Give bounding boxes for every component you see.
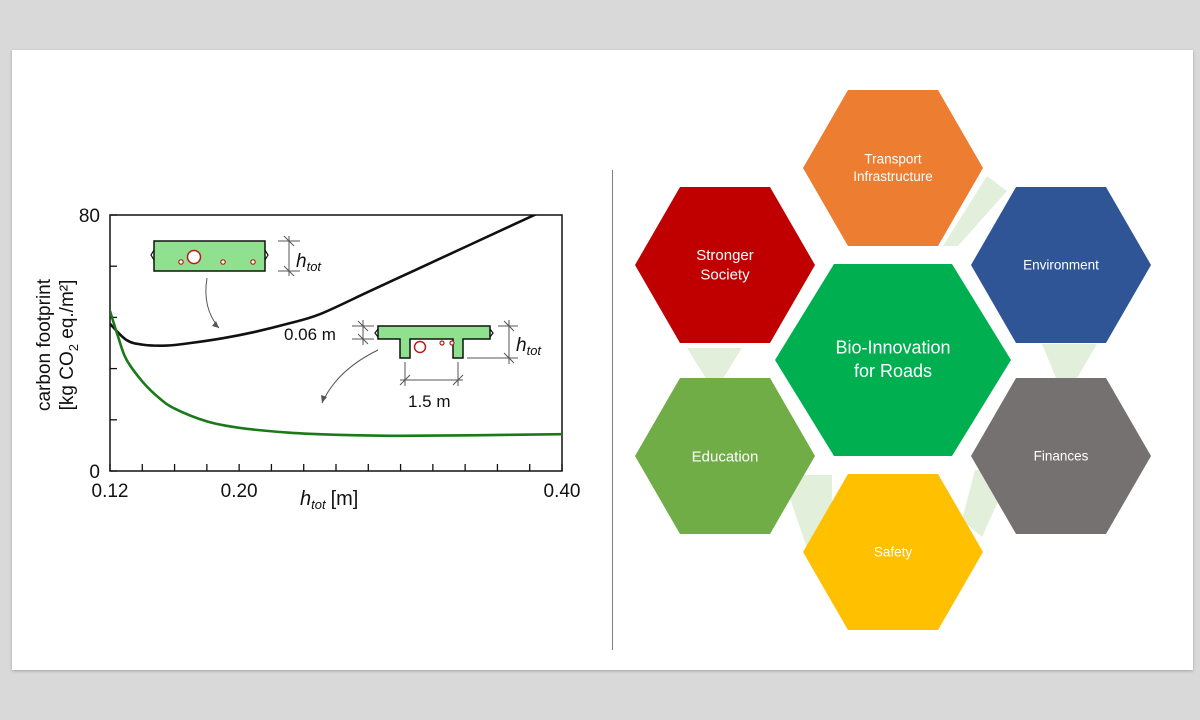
- chart-series: [110, 215, 562, 438]
- hexagon-transport-label-line2: Infrastructure: [853, 169, 933, 184]
- hexagon-layer: TransportInfrastructureEnvironmentFinanc…: [635, 90, 1151, 630]
- series-line-solid-slab: [110, 215, 538, 347]
- dimension-tick: [452, 374, 464, 386]
- rebar-large: [186, 249, 202, 265]
- hexagon-center-bio-innovation-label: Bio-Innovation: [835, 338, 950, 358]
- hexagon-society-shape: [635, 187, 815, 343]
- break-mark-right: [489, 328, 494, 338]
- y-tick-label: 80: [79, 206, 100, 227]
- hexagon-safety: Safety: [803, 474, 983, 630]
- hexagon-finances-label: Finances: [1034, 449, 1089, 464]
- htot-label-ribbed: htot: [516, 335, 542, 358]
- carbon-footprint-chart: 0.12 0.20 0.40 0 80 carbon footprint [kg CO2…: [34, 206, 581, 512]
- break-mark-left: [374, 328, 379, 338]
- axis-ticks: [109, 214, 563, 472]
- dimension-tick: [283, 235, 295, 247]
- connector: [943, 176, 1007, 246]
- y-axis-label-line2: [kg CO2 eq./m²]: [57, 280, 81, 411]
- solid-slab-body: [153, 240, 266, 272]
- hexagon-center-bio-innovation-label-line2: for Roads: [854, 361, 932, 381]
- hexagon-society-label: Stronger: [696, 247, 754, 264]
- vertical-divider: [612, 170, 613, 650]
- arrow-head: [212, 321, 219, 328]
- hexagon-environment-shape: [971, 187, 1151, 343]
- hexagon-transport-shape: [803, 90, 983, 246]
- dimension-tick: [357, 333, 369, 345]
- dimension-tick: [503, 320, 515, 332]
- hexagon-transport-label: Transport: [864, 151, 922, 166]
- ribbed-slab-section: 0.06 m htot 1.5 m: [284, 320, 542, 411]
- hexagon-education: Education: [635, 378, 815, 534]
- rebar-large: [413, 340, 427, 354]
- series-line-ribbed-slab: [110, 310, 562, 438]
- hexagon-education-shape: [635, 378, 815, 534]
- x-axis-label: htot[m]: [300, 488, 358, 512]
- axis-tick-labels: 0.12 0.20 0.40 0 80: [79, 206, 581, 502]
- break-mark-right: [264, 249, 269, 261]
- y-axis-label-line1: carbon footprint: [34, 278, 55, 411]
- arrow-head: [321, 395, 327, 403]
- y-tick-label: 0: [89, 462, 100, 483]
- solid-slab-section: htot: [150, 235, 322, 329]
- connector: [687, 348, 742, 380]
- ribbed-slab-body: [377, 325, 491, 359]
- hexagon-environment: Environment: [971, 187, 1151, 343]
- hexagon-center-bio-innovation: Bio-Innovation for Roads: [775, 264, 1011, 456]
- rebar-small: [250, 259, 256, 265]
- hexagon-safety-shape: [803, 474, 983, 630]
- connector: [1042, 344, 1097, 378]
- slide-canvas: 0.12 0.20 0.40 0 80 carbon footprint [kg CO2…: [12, 50, 1193, 670]
- x-tick-label: 0.40: [544, 481, 581, 502]
- slide-graphics: 0.12 0.20 0.40 0 80 carbon footprint [kg CO2…: [34, 90, 1151, 630]
- hexagon-finances: Finances: [971, 378, 1151, 534]
- rebar-small: [220, 259, 226, 265]
- dimension-tick: [503, 352, 515, 364]
- x-tick-label: 0.12: [92, 481, 129, 502]
- hexagon-safety-label: Safety: [874, 545, 913, 560]
- hexagon-education-label: Education: [692, 448, 759, 465]
- rebar-small: [439, 340, 445, 346]
- x-tick-label: 0.20: [221, 481, 258, 502]
- pointer-arrow: [205, 277, 220, 329]
- dimension-tick: [283, 265, 295, 277]
- dimension-tick: [399, 374, 411, 386]
- hexagon-center-bio-innovation-shape: [775, 264, 1011, 456]
- dimension-tick: [357, 320, 369, 332]
- rebar-small: [178, 259, 184, 265]
- break-mark-left: [150, 249, 155, 261]
- htot-label-solid: htot: [296, 251, 322, 274]
- hexagon-finances-shape: [971, 378, 1151, 534]
- hexagon-society-label-line2: Society: [700, 266, 750, 283]
- flange-thickness-label: 0.06 m: [284, 325, 336, 344]
- rib-spacing-label: 1.5 m: [408, 392, 451, 411]
- hexagon-environment-label: Environment: [1023, 258, 1099, 273]
- rebar-small: [449, 340, 455, 346]
- bio-innovation-diagram: TransportInfrastructureEnvironmentFinanc…: [635, 90, 1151, 630]
- pointer-arrow: [321, 349, 379, 404]
